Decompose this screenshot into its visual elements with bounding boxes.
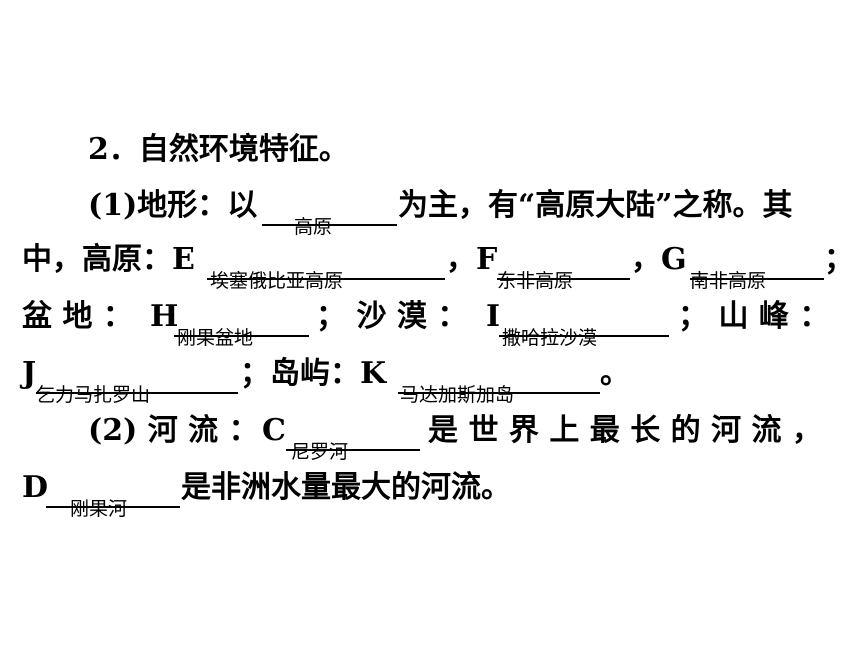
answer-H: 刚果盆地 <box>177 327 254 349</box>
blank-D: 刚果河 <box>46 498 180 520</box>
terrain-line-3: 盆 地 ： H 刚果盆地 ； 沙 漠 ： I 撒哈拉沙漠 ； 山 峰 ： <box>0 295 860 349</box>
terrain-description: 为主，有“高原大陆”之称。其 <box>398 188 793 223</box>
plateau-prefix: 中，高原：E <box>22 242 195 277</box>
blank-H: 刚果盆地 <box>174 327 309 349</box>
answer-K: 马达加斯加岛 <box>400 384 515 406</box>
section-heading-line: 2．自然环境特征。 <box>0 128 860 172</box>
answer-D: 刚果河 <box>70 498 128 520</box>
river-C-description: 是 世 界 上 最 长 的 河 流 ， <box>428 413 822 448</box>
answer-E: 埃塞俄比亚高原 <box>210 270 344 292</box>
blank-C: 尼罗河 <box>286 441 420 463</box>
basin-label: 盆 地 ： <box>22 299 133 334</box>
island-label: ；岛屿：K <box>240 356 387 391</box>
rivers-line-2: D 刚果河 是非洲水量最大的河流。 <box>0 466 860 520</box>
river-D-description: 是非洲水量最大的河流。 <box>181 470 511 505</box>
terrain-line-2: 中，高原：E 埃塞俄比亚高原 ，F 东非高原 ，G 南非高原 ； <box>0 238 860 292</box>
blank-main-landform: 高原 <box>262 216 397 238</box>
terrain-line-1: (1)地形：以 高原 为主，有“高原大陆”之称。其 <box>0 184 860 238</box>
blank-J: 乞力马扎罗山 <box>36 384 238 406</box>
blank-K: 马达加斯加岛 <box>398 384 600 406</box>
rivers-intro: (2) 河 流 ： <box>88 413 259 448</box>
answer-G: 南非高原 <box>690 270 767 292</box>
label-F: ，F <box>446 242 498 277</box>
desert-label: ； 沙 漠 ： <box>316 299 468 334</box>
section-heading: 2．自然环境特征。 <box>88 132 349 167</box>
line-end-semicolon: ； <box>824 242 854 277</box>
peak-label: ； 山 峰 ： <box>678 299 830 334</box>
blank-F: 东非高原 <box>497 270 630 292</box>
terrain-intro: (1)地形：以 <box>88 188 258 223</box>
label-C: C <box>262 413 286 448</box>
label-D: D <box>22 470 49 505</box>
label-H: H <box>150 299 179 334</box>
answer-J: 乞力马扎罗山 <box>36 384 151 406</box>
rivers-line-1: (2) 河 流 ： C 尼罗河 是 世 界 上 最 长 的 河 流 ， <box>0 409 860 463</box>
answer-F: 东非高原 <box>497 270 574 292</box>
terrain-line-4: J 乞力马扎罗山 ；岛屿：K 马达加斯加岛 。 <box>0 352 860 406</box>
blank-E: 埃塞俄比亚高原 <box>207 270 445 292</box>
answer-main-landform: 高原 <box>294 216 333 238</box>
label-G: ，G <box>631 242 687 277</box>
answer-C: 尼罗河 <box>291 441 349 463</box>
blank-G: 南非高原 <box>690 270 824 292</box>
label-I: I <box>486 299 501 334</box>
answer-I: 撒哈拉沙漠 <box>502 327 598 349</box>
line-end-period: 。 <box>600 356 630 391</box>
label-J: J <box>22 356 37 391</box>
blank-I: 撒哈拉沙漠 <box>499 327 669 349</box>
